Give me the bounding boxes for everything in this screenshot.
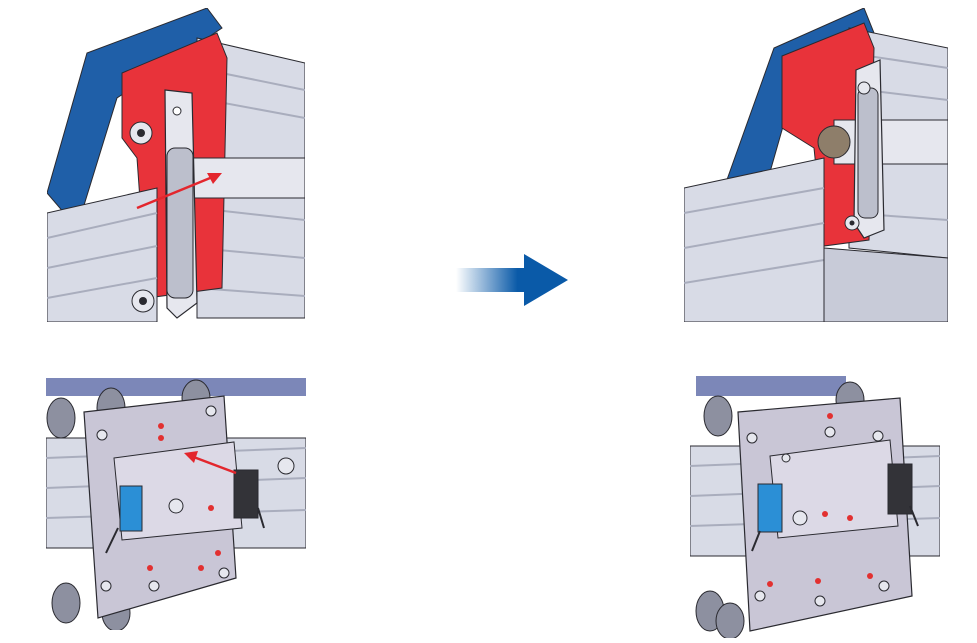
step-bottom-after — [690, 376, 940, 638]
bearing — [817, 125, 851, 159]
guide-rod — [833, 119, 948, 165]
switch-mount-plate — [769, 439, 899, 539]
bracket-assembly-before — [47, 8, 305, 322]
limit-switch-blue — [757, 483, 783, 533]
aluminum-extrusion-front — [684, 157, 825, 322]
plate-assembly-after — [690, 376, 940, 638]
switch-mount-plate — [113, 441, 243, 541]
wheel-icon — [695, 381, 865, 638]
step-bottom-before — [46, 378, 306, 630]
step-top-after — [684, 8, 948, 322]
screw-hole — [746, 426, 890, 607]
switch-lever — [105, 527, 119, 554]
plate-assembly-before — [46, 378, 306, 630]
direction-arrowhead — [207, 173, 222, 184]
arrow-right-icon — [456, 254, 568, 306]
bolt-icon — [131, 289, 155, 313]
direction-arrowhead — [184, 451, 198, 463]
aluminum-extrusion-front — [47, 187, 158, 322]
guide-rod — [186, 157, 305, 199]
direction-arrow — [136, 174, 216, 210]
screw-hole — [96, 405, 230, 592]
limit-switch-blue — [119, 485, 143, 532]
hole-red — [767, 413, 873, 587]
bracket-slot — [166, 147, 194, 299]
switch-lever — [909, 505, 919, 527]
blue-frame-edge — [696, 376, 846, 396]
bracket-assembly-after — [684, 8, 948, 322]
bolt-icon — [844, 215, 860, 231]
bolt-icon — [857, 81, 871, 95]
switch-lever — [257, 507, 265, 529]
bracket-slot — [857, 87, 879, 219]
step-top-before — [47, 8, 305, 322]
direction-arrow — [190, 454, 237, 475]
switch-lever — [751, 530, 761, 552]
limit-switch-black — [233, 469, 259, 519]
limit-switch-black — [887, 463, 913, 515]
blue-frame-edge — [46, 378, 306, 396]
bolt-icon — [277, 457, 295, 475]
bolt-icon — [129, 121, 153, 145]
screw-hole — [172, 106, 182, 116]
